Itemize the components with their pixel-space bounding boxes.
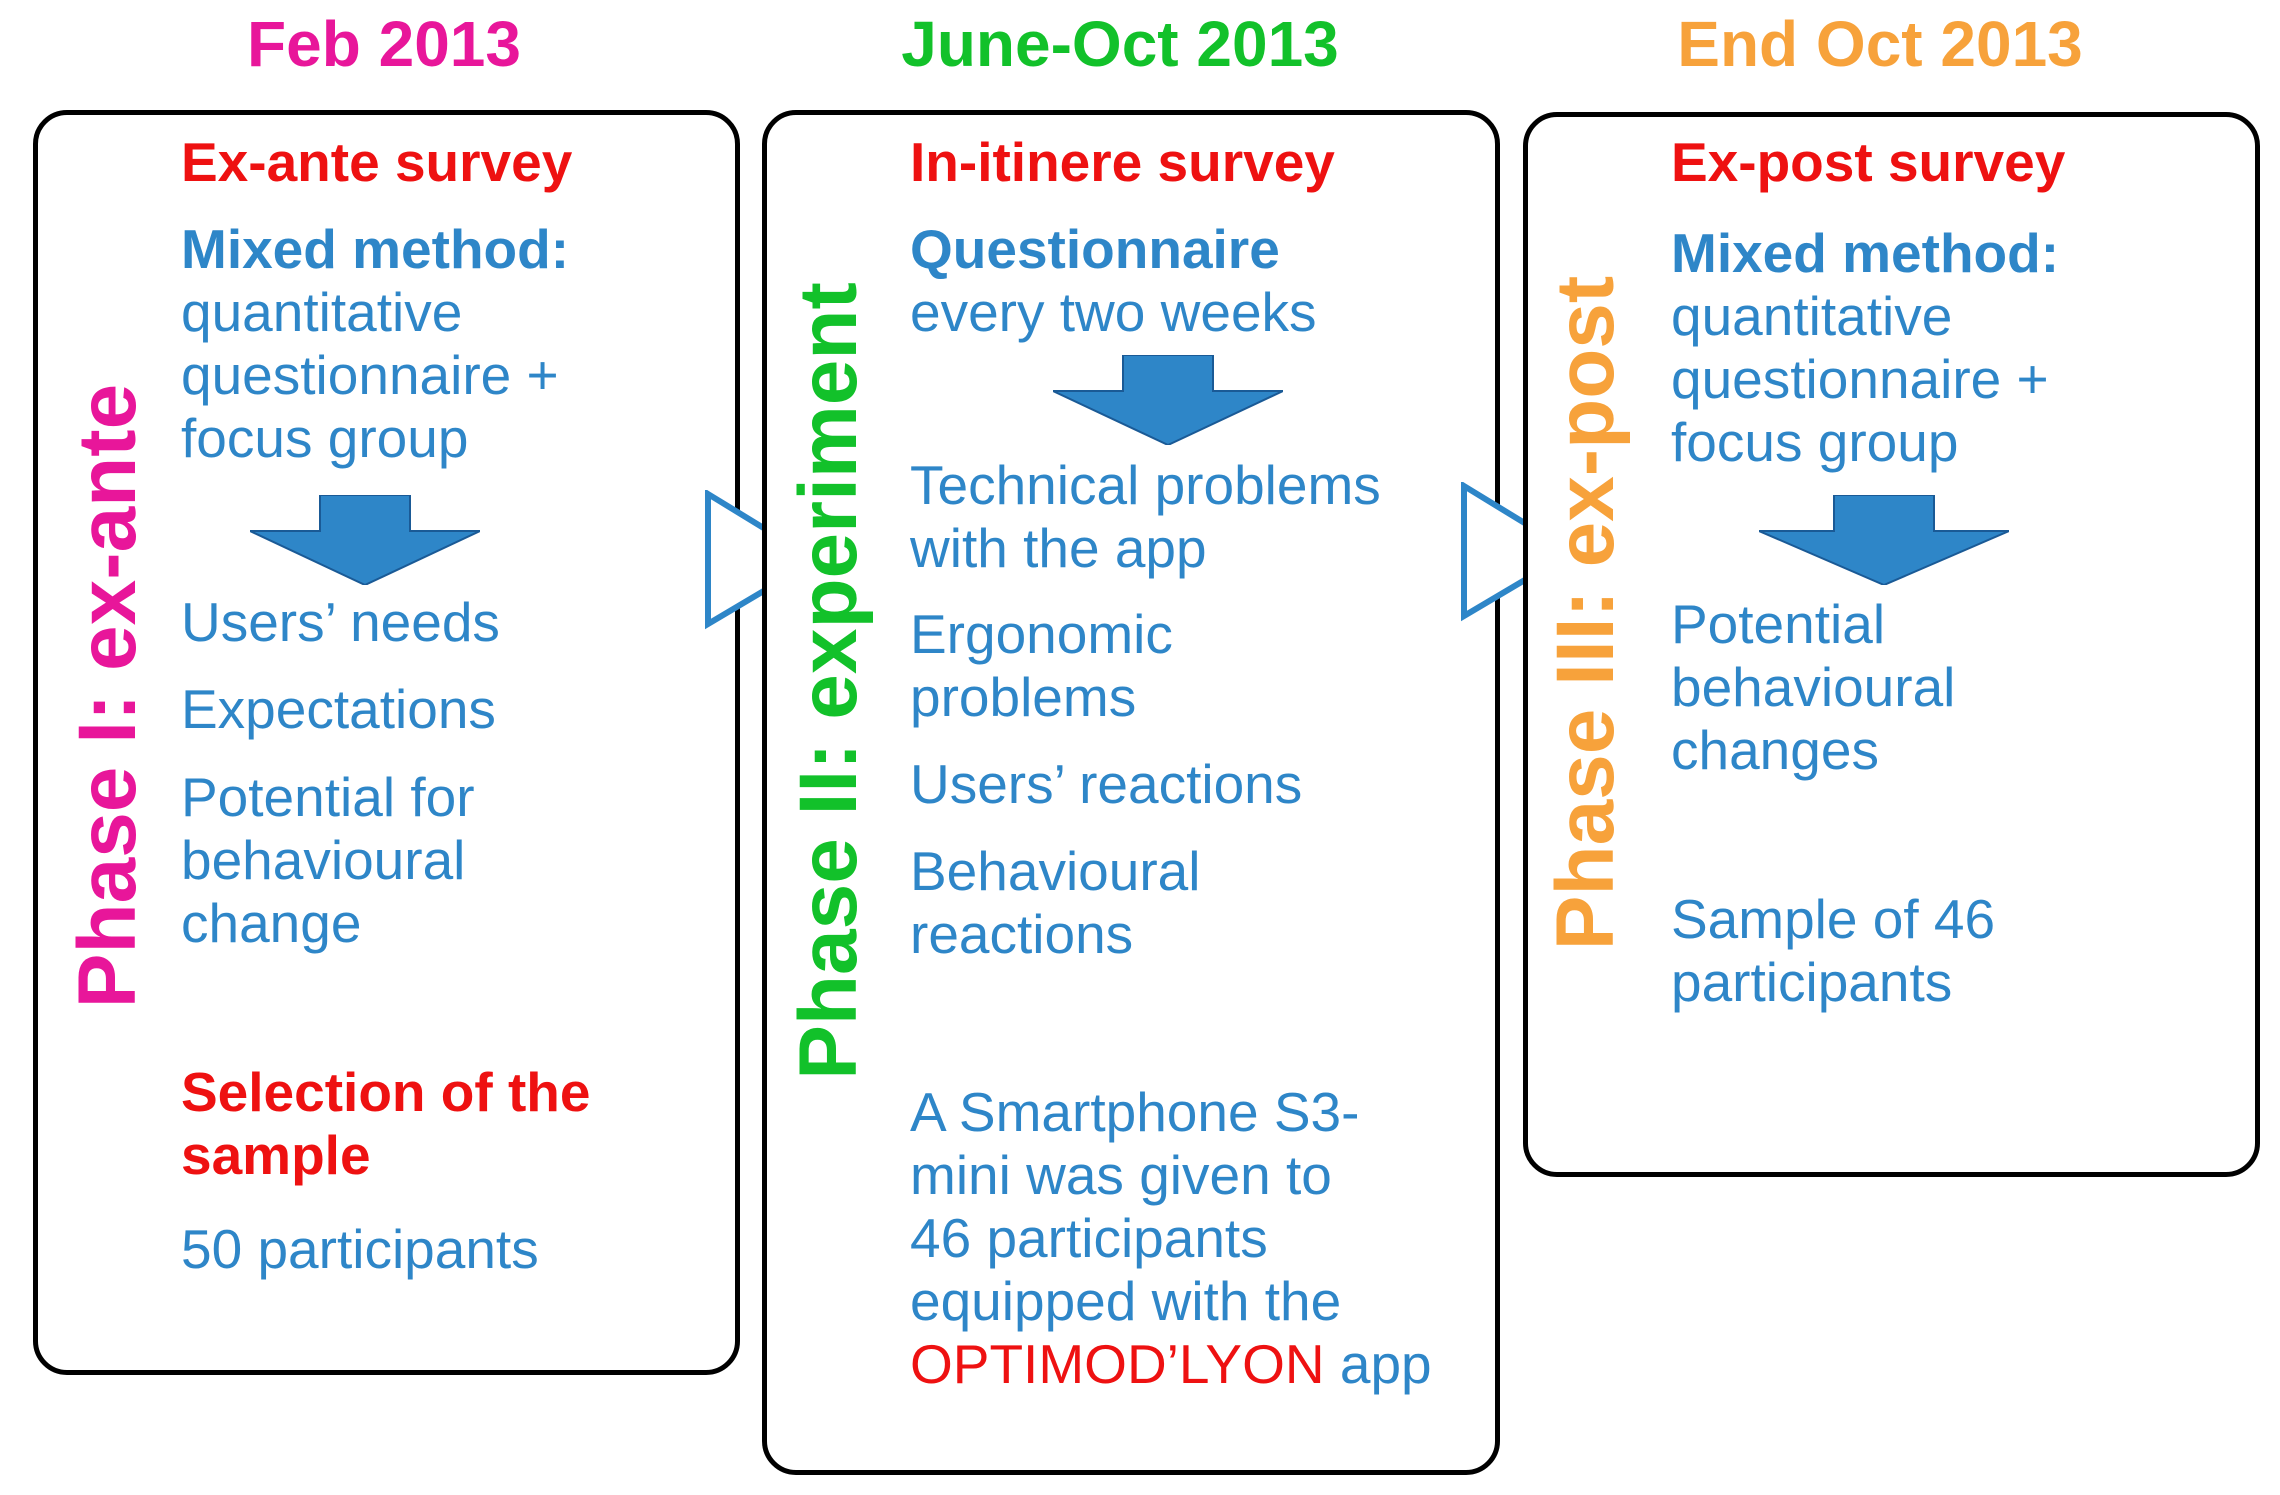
phase3-survey-title: Ex-post survey (1671, 131, 2066, 193)
phase1-method-line: questionnaire + (181, 344, 559, 406)
phase3-method-title: Mixed method: (1671, 222, 2060, 284)
phase1-participants: 50 participants (181, 1218, 539, 1280)
phase1-outcome: Potential for (181, 766, 475, 828)
phase2-survey-title: In-itinere survey (910, 131, 1335, 193)
phase1-outcome: Users’ needs (181, 591, 500, 653)
down-arrow-icon (1759, 495, 2009, 585)
phase2-panel: Phase II: experiment In-itinere survey Q… (762, 110, 1500, 1475)
phase1-survey-title: Ex-ante survey (181, 131, 573, 193)
phase2-outcome: with the app (910, 517, 1207, 579)
phase2-outcome: Technical problems (910, 454, 1381, 516)
phase3-sample-line: participants (1671, 951, 1953, 1013)
phase2-label: Phase II: experiment (783, 282, 874, 1080)
phase2-note-line: 46 participants (910, 1207, 1268, 1269)
phase1-selection-title: Selection of the (181, 1061, 591, 1123)
phase3-sample-line: Sample of 46 (1671, 888, 1996, 950)
phase1-selection-title: sample (181, 1124, 371, 1186)
phase1-label: Phase I: ex-ante (62, 383, 153, 1009)
phase1-panel: Phase I: ex-ante Ex-ante survey Mixed me… (33, 110, 740, 1375)
phase1-date: Feb 2013 (247, 8, 521, 80)
phase1-method-title: Mixed method: (181, 218, 570, 280)
down-arrow-icon (1053, 355, 1283, 445)
phase2-method-title: Questionnaire (910, 218, 1280, 280)
phase2-note-line: A Smartphone S3- (910, 1081, 1360, 1143)
phase1-outcome: behavioural (181, 829, 466, 891)
phase2-outcome: Ergonomic (910, 603, 1173, 665)
phase3-outcome: changes (1671, 719, 1879, 781)
phase2-app-line: OPTIMOD’LYON app (910, 1332, 1432, 1396)
phase3-outcome: behavioural (1671, 656, 1956, 718)
phase1-method-line: focus group (181, 407, 469, 469)
phase2-method-line: every two weeks (910, 281, 1317, 343)
app-suffix: app (1324, 1333, 1432, 1395)
phase3-date: End Oct 2013 (1677, 8, 2083, 80)
phase2-outcome: reactions (910, 903, 1134, 965)
phase1-outcome: change (181, 892, 362, 954)
phase2-date: June-Oct 2013 (901, 8, 1339, 80)
phase3-outcome: Potential (1671, 593, 1886, 655)
phase1-method-line: quantitative (181, 281, 463, 343)
right-triangle-icon (1461, 482, 1578, 622)
phase2-outcome: Users’ reactions (910, 753, 1303, 815)
phase1-outcome: Expectations (181, 678, 496, 740)
phase2-outcome: Behavioural (910, 840, 1201, 902)
down-arrow-icon (250, 495, 480, 585)
phase3-method-line: focus group (1671, 411, 1959, 473)
phase3-panel: Phase III: ex-post Ex-post survey Mixed … (1523, 112, 2260, 1177)
phase2-outcome: problems (910, 666, 1137, 728)
phase3-method-line: quantitative (1671, 285, 1953, 347)
phase3-method-line: questionnaire + (1671, 348, 2049, 410)
phase3-label: Phase III: ex-post (1540, 275, 1631, 951)
phase2-note-line: mini was given to (910, 1144, 1332, 1206)
app-name: OPTIMOD’LYON (910, 1333, 1325, 1395)
phase2-note-line: equipped with the (910, 1270, 1342, 1332)
